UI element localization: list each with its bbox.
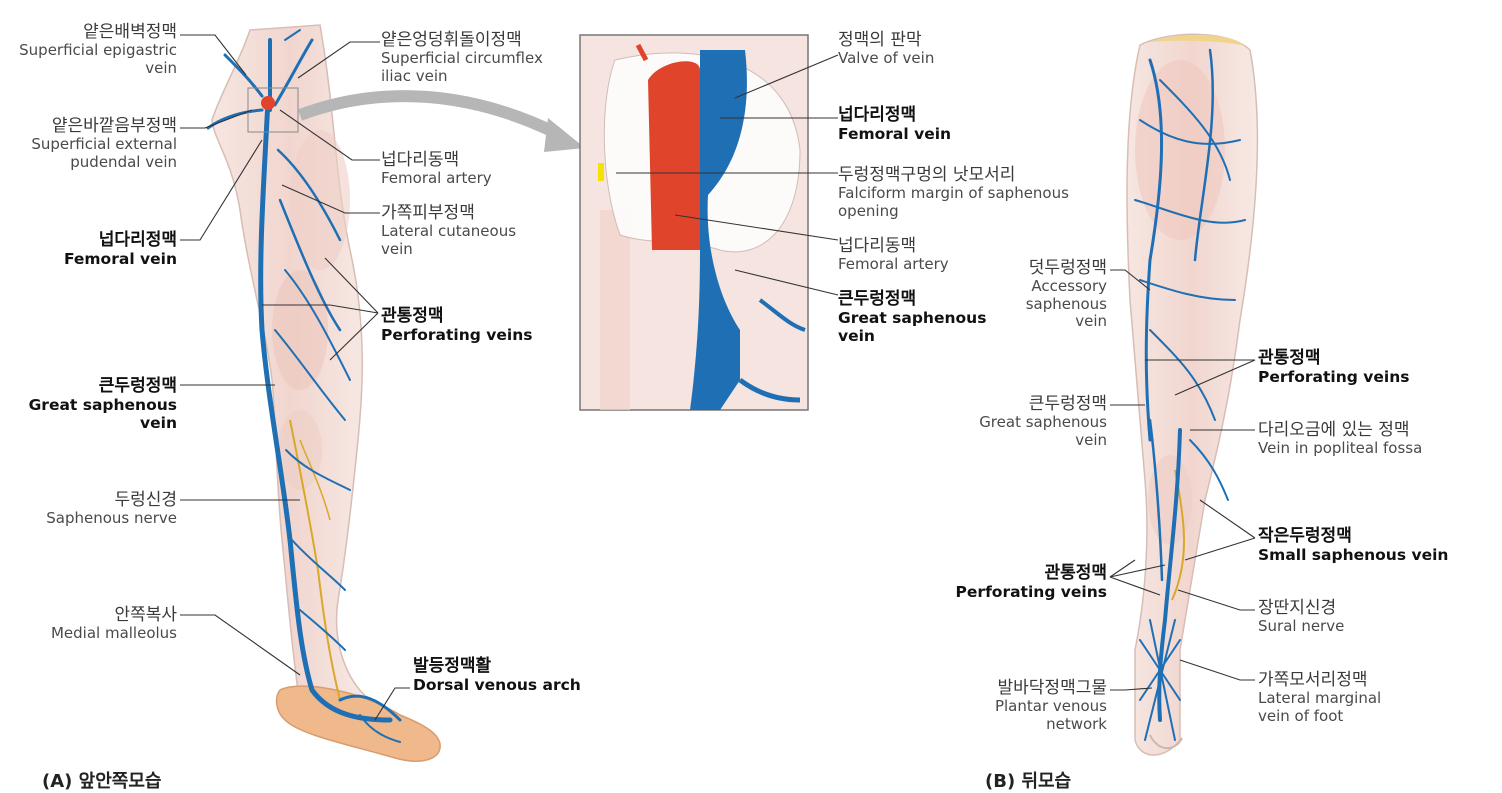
label-femoral-vein: 넙다리정맥 Femoral vein — [64, 230, 177, 268]
label-en: Saphenous nerve — [46, 509, 177, 528]
label-en: Vein in popliteal fossa — [1258, 439, 1423, 458]
label-b-great-saphenous-vein: 큰두렁정맥 Great saphenous vein — [979, 394, 1107, 449]
label-en: Lateral cutaneous — [381, 222, 517, 241]
label-superficial-epigastric-vein: 얕은배벽정맥 Superficial epigastric vein — [19, 22, 177, 77]
label-great-saphenous-vein: 큰두렁정맥 Great saphenous vein — [29, 376, 177, 433]
label-en: Perforating veins — [1258, 368, 1410, 387]
label-ko: 가쪽모서리정맥 — [1258, 670, 1368, 690]
label-ko: 얕은엉덩휘돌이정맥 — [381, 30, 522, 50]
label-ko: 정맥의 판막 — [838, 30, 922, 50]
label-en: vein of foot — [1258, 706, 1344, 725]
label-perforating-veins-b-lower: 관통정맥 Perforating veins — [956, 563, 1107, 601]
label-ko: 발등정맥활 — [413, 656, 492, 676]
posterior-leg — [1126, 33, 1259, 756]
label-perforating-veins-a: 관통정맥 Perforating veins — [381, 306, 532, 344]
leader-lines — [180, 34, 1256, 721]
label-en: Sural nerve — [1258, 617, 1345, 636]
label-en: Great saphenous — [838, 309, 987, 328]
label-ko: 발바닥정맥그물 — [997, 678, 1107, 698]
label-en: Perforating veins — [955, 583, 1107, 602]
label-en: pudendal vein — [70, 152, 177, 171]
label-ko: 얕은바깥음부정맥 — [51, 116, 177, 136]
label-medial-malleolus: 안쪽복사 Medial malleolus — [51, 605, 177, 643]
label-sural-nerve: 장딴지신경 Sural nerve — [1258, 598, 1344, 636]
label-ko: 다리오금에 있는 정맥 — [1258, 420, 1410, 440]
caption-panel-b: (B) 뒤모습 — [985, 771, 1072, 792]
label-en: Lateral marginal — [1258, 689, 1382, 708]
label-lateral-cutaneous-vein: 가쪽피부정맥 Lateral cutaneous vein — [381, 203, 516, 258]
label-en: vein — [140, 414, 177, 433]
label-en: Great saphenous — [28, 396, 177, 415]
label-dorsal-venous-arch: 발등정맥활 Dorsal venous arch — [413, 656, 581, 694]
label-superficial-circumflex-iliac-vein: 얕은엉덩휘돌이정맥 Superficial circumflex iliac v… — [381, 30, 543, 85]
label-en: vein — [838, 327, 875, 346]
label-en: Accessory — [1031, 277, 1107, 296]
label-en: Plantar venous — [994, 697, 1107, 716]
label-accessory-saphenous-vein: 덧두렁정맥 Accessory saphenous vein — [1026, 258, 1107, 331]
label-ko: 작은두렁정맥 — [1258, 526, 1352, 546]
label-ko: 덧두렁정맥 — [1028, 258, 1107, 278]
label-ko: 두렁정맥구멍의 낫모서리 — [838, 165, 1016, 185]
label-ko: 넙다리동맥 — [381, 150, 460, 170]
label-ko: 큰두렁정맥 — [1028, 394, 1107, 414]
label-en: Superficial circumflex — [381, 49, 543, 68]
label-ko: 관통정맥 — [1258, 348, 1321, 368]
label-ko: 넙다리정맥 — [838, 105, 917, 125]
label-en: Femoral artery — [381, 169, 492, 188]
label-ko: 장딴지신경 — [1258, 598, 1337, 618]
anterior-leg — [206, 24, 441, 762]
label-small-saphenous-vein: 작은두렁정맥 Small saphenous vein — [1258, 526, 1448, 564]
label-ko: 넙다리정맥 — [98, 230, 177, 250]
label-saphenous-nerve: 두렁신경 Saphenous nerve — [46, 490, 177, 528]
label-en: Femoral vein — [63, 250, 177, 269]
label-en: Great saphenous — [979, 413, 1107, 432]
label-en: vein — [381, 239, 413, 258]
label-en: Falciform margin of saphenous — [838, 184, 1069, 203]
label-en: Superficial epigastric — [19, 41, 177, 60]
label-lateral-marginal-vein: 가쪽모서리정맥 Lateral marginal vein of foot — [1258, 670, 1381, 725]
label-inset-femoral-artery: 넙다리동맥 Femoral artery — [838, 236, 949, 274]
label-ko: 가쪽피부정맥 — [381, 203, 475, 223]
label-en: vein — [1075, 312, 1107, 331]
label-en: opening — [838, 201, 899, 220]
caption-panel-a: (A) 앞안쪽모습 — [42, 771, 162, 792]
label-en: Perforating veins — [381, 326, 533, 345]
label-vein-popliteal-fossa: 다리오금에 있는 정맥 Vein in popliteal fossa — [1258, 420, 1422, 458]
label-inset-great-saphenous-vein: 큰두렁정맥 Great saphenous vein — [838, 289, 986, 346]
inset-femoral-region — [579, 34, 809, 411]
label-ko: 넙다리동맥 — [838, 236, 917, 256]
label-en: network — [1046, 714, 1107, 733]
label-en: Femoral vein — [838, 125, 952, 144]
label-falciform-margin: 두렁정맥구멍의 낫모서리 Falciform margin of sapheno… — [838, 165, 1069, 220]
label-femoral-artery: 넙다리동맥 Femoral artery — [381, 150, 492, 188]
label-inset-femoral-vein: 넙다리정맥 Femoral vein — [838, 105, 951, 143]
label-en: vein — [1075, 430, 1107, 449]
label-perforating-veins-b-upper: 관통정맥 Perforating veins — [1258, 348, 1409, 386]
label-en: vein — [145, 58, 177, 77]
label-ko: 안쪽복사 — [114, 605, 177, 625]
label-ko: 관통정맥 — [1044, 563, 1107, 583]
label-valve-of-vein: 정맥의 판막 Valve of vein — [838, 30, 934, 68]
label-ko: 큰두렁정맥 — [838, 289, 917, 309]
label-en: Medial malleolus — [50, 624, 177, 643]
label-ko: 관통정맥 — [381, 306, 444, 326]
label-en: Superficial external — [31, 135, 177, 154]
label-ko: 두렁신경 — [114, 490, 177, 510]
label-en: Dorsal venous arch — [413, 676, 581, 695]
label-plantar-venous-network: 발바닥정맥그물 Plantar venous network — [995, 678, 1107, 733]
label-en: Femoral artery — [838, 255, 949, 274]
label-en: Valve of vein — [838, 49, 935, 68]
label-ko: 얕은배벽정맥 — [83, 22, 177, 42]
label-en: iliac vein — [381, 66, 448, 85]
label-ko: 큰두렁정맥 — [98, 376, 177, 396]
label-en: Small saphenous vein — [1258, 546, 1449, 565]
label-superficial-external-pudendal-vein: 얕은바깥음부정맥 Superficial external pudendal v… — [31, 116, 177, 171]
label-en: saphenous — [1025, 294, 1107, 313]
